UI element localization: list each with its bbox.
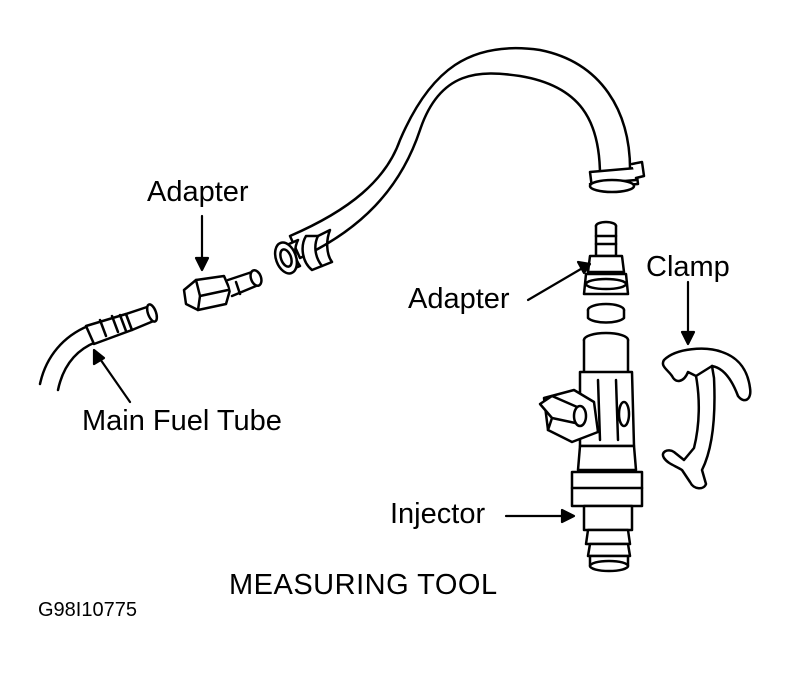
figure-caption: MEASURING TOOL	[229, 569, 498, 601]
injector-label: Injector	[390, 498, 486, 530]
hose	[273, 46, 646, 275]
adapter-right-part	[582, 220, 630, 324]
figure-code: G98I10775	[38, 599, 137, 621]
main-fuel-tube-label: Main Fuel Tube	[82, 405, 282, 437]
clamp-part	[661, 347, 752, 490]
adapter-right-arrow	[526, 264, 588, 302]
adapter-left-part	[182, 269, 263, 312]
adapter-right-label: Adapter	[408, 283, 510, 315]
adapter-left-label: Adapter	[147, 176, 249, 208]
main-fuel-tube-arrow	[96, 354, 132, 404]
leader-arrows	[92, 214, 696, 524]
main-fuel-tube	[38, 303, 159, 392]
injector-part	[538, 331, 644, 573]
clamp-label: Clamp	[646, 251, 730, 283]
